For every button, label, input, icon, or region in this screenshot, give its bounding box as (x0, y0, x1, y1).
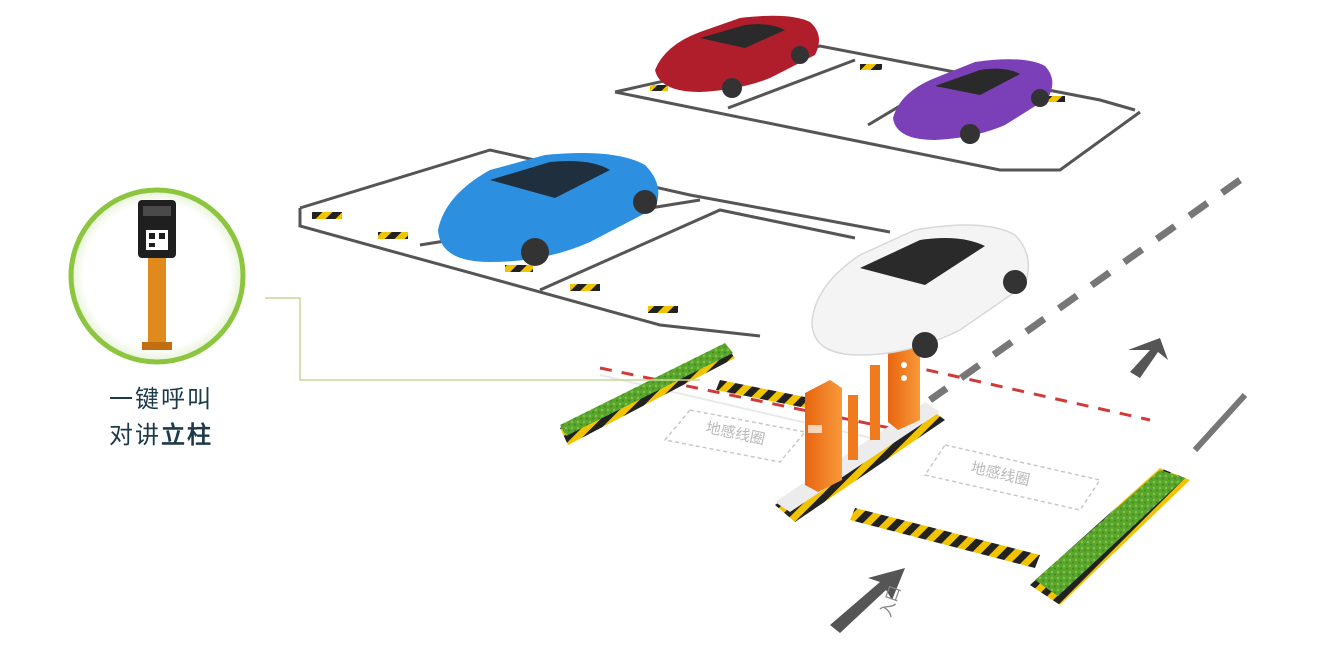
grass-island-left (560, 343, 735, 445)
callout-line2-bold-text: 立柱 (161, 421, 213, 449)
callout-label-line1: 一键呼叫 (86, 382, 236, 416)
barrier-gate-left (805, 380, 842, 492)
callout-line2-normal-text: 对讲 (109, 421, 161, 449)
bollard-1 (848, 395, 858, 460)
bollard-2 (870, 365, 880, 440)
callout-leader-line (265, 297, 700, 381)
car-purple (893, 59, 1053, 144)
grass-island-right (1030, 468, 1190, 605)
boom-barrier-right (904, 363, 1151, 422)
hazard-curb-top (716, 380, 810, 408)
entry-arrow-icon: 入口 (830, 568, 905, 633)
callout-circle (68, 187, 246, 365)
car-white (811, 224, 1030, 358)
road-edge (1192, 392, 1248, 453)
intercom-pillar-icon (138, 200, 176, 350)
callout-label-line2: 对讲立柱 (86, 418, 236, 452)
turn-arrow-icon (1128, 338, 1168, 378)
barrier-gate-right (888, 330, 920, 430)
hazard-curb-front (850, 508, 1040, 568)
callout-line1-text: 一键呼叫 (109, 385, 213, 413)
car-red (655, 15, 819, 98)
car-blue (438, 152, 659, 266)
ground-loop-left-label: 地感线圈 (704, 418, 766, 448)
ground-loop-right: 地感线圈 (923, 444, 1102, 511)
